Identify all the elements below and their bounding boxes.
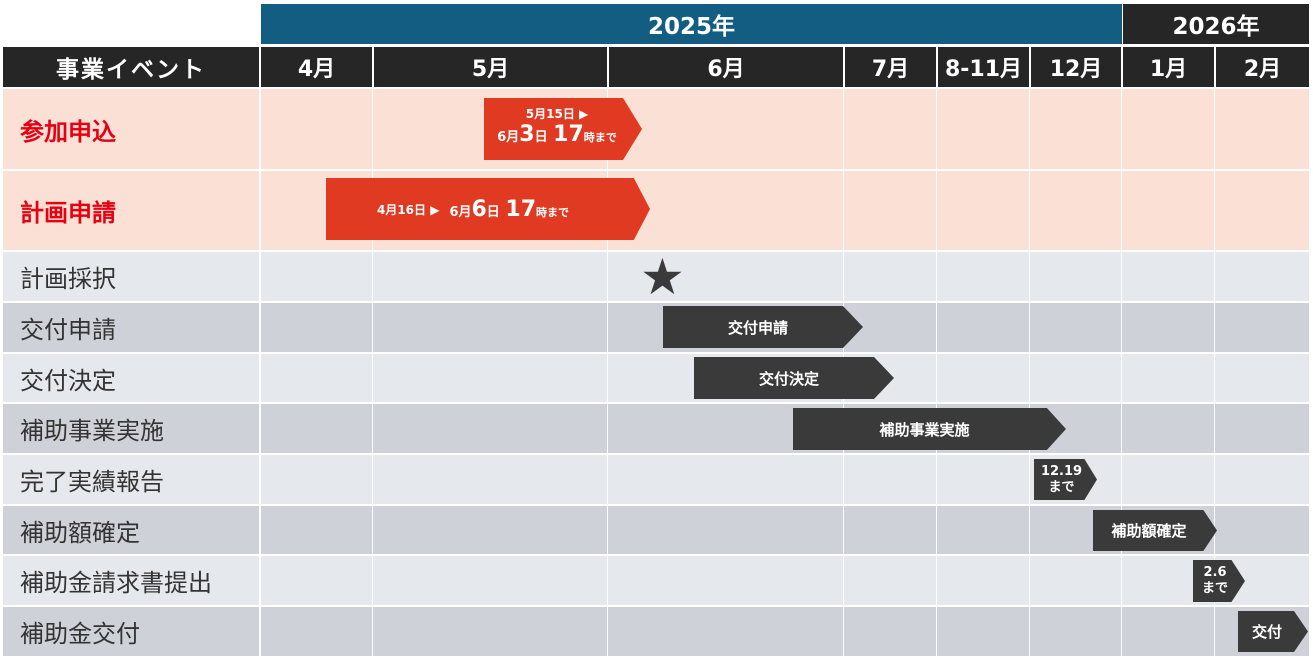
row-label-kakutei: 補助額確定 [20,518,140,547]
month-dec: 12月 [1031,47,1121,87]
grid-line [1214,89,1215,656]
grid-line [372,89,373,656]
month-aug-nov: 8-11月 [938,47,1029,87]
row-bg-kofu-kettei [3,354,1309,402]
bar-sanka-start: 5月15日 ▶ [525,106,589,121]
row-label-kofu: 補助金交付 [20,620,140,648]
bar-kofu: 交付 [1238,611,1308,652]
grid-line [1121,89,1122,656]
bar-keikaku: 4月16日 ▶ 6月6日 17時まで [326,178,650,240]
row-label-kanryo: 完了実績報告 [20,468,164,496]
row-label-kofu-kettei: 交付決定 [20,366,116,395]
row-label-keikaku: 計画申請 [20,199,116,227]
month-jul: 7月 [845,47,936,87]
bar-seikyu-suffix: まで [1201,581,1228,596]
bar-seikyu-date: 2.6 [1203,565,1227,580]
bar-hojo-jisshi: 補助事業実施 [793,408,1066,450]
row-label-jisshi: 補助事業実施 [20,417,164,445]
grid-line [259,89,261,656]
bar-kanryo-date: 12.19 [1040,463,1083,479]
bar-kanryo-suffix: まで [1048,479,1075,495]
row-label-kofu-shinsei: 交付申請 [20,316,116,344]
bar-keikaku-deadline: 6月6日 17時まで [449,196,570,222]
row-bg-kofu [3,607,1309,656]
bar-hojo-kakutei: 補助額確定 [1093,510,1217,551]
row-bg-kanryo [3,455,1309,504]
row-bg-sanka [3,89,1309,169]
year-2026: 2026年 [1123,4,1309,44]
bar-sanka-deadline: 6月3日 17時まで [497,121,617,147]
row-bg-kakutei [3,506,1309,554]
row-label-saitaku: 計画採択 [20,265,116,293]
month-may: 5月 [374,47,607,87]
year-2025: 2025年 [261,4,1122,44]
row-bg-jisshi [3,404,1309,453]
row-bg-seikyu [3,556,1309,605]
bar-sanka: 5月15日 ▶ 6月3日 17時まで [484,98,642,160]
bar-keikaku-start: 4月16日 ▶ [376,202,440,217]
grid-line [1029,89,1030,656]
row-label-seikyu: 補助金請求書提出 [20,569,212,597]
bar-kofu-kettei: 交付決定 [694,357,894,399]
row-label-sanka: 参加申込 [20,117,116,146]
grid-line [936,89,937,656]
row-bg-kofu-shinsei [3,303,1309,352]
row-bg-keikaku [3,171,1309,250]
month-jun: 6月 [609,47,843,87]
month-apr: 4月 [261,47,372,87]
header-event-label: 事業イベント [3,47,259,87]
month-feb: 2月 [1216,47,1309,87]
star-icon: ★ [640,248,685,306]
grid-line [607,89,608,656]
month-jan: 1月 [1123,47,1214,87]
row-bg-saitaku [3,252,1309,301]
bar-kofu-shinsei: 交付申請 [663,306,863,348]
bar-kanryo: 12.19 まで [1034,459,1097,500]
